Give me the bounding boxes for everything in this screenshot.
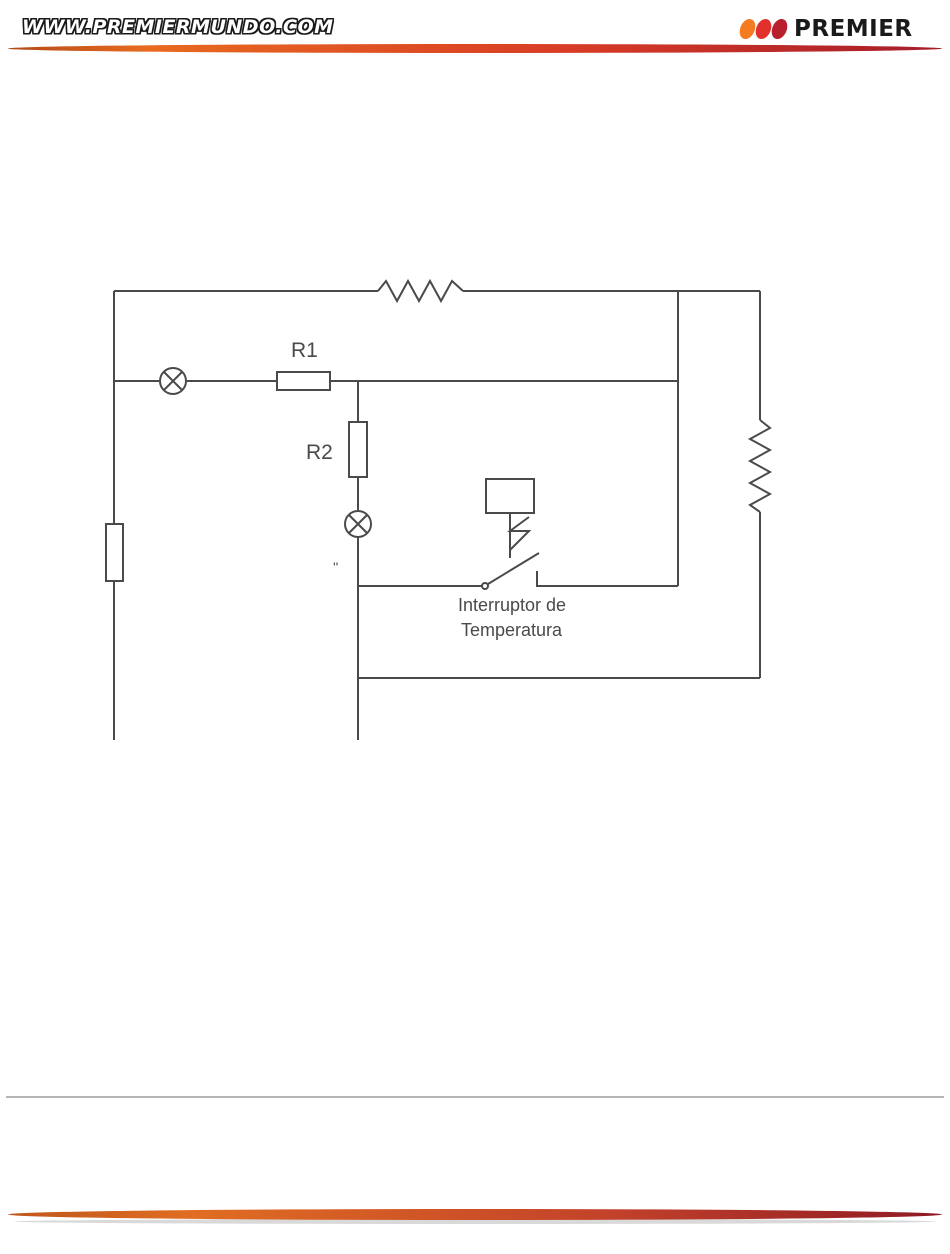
lamp-2-icon — [345, 511, 371, 537]
label-switch-line1: Interruptor de — [458, 595, 566, 615]
logo-dot-darkred — [770, 19, 789, 39]
footer-band — [8, 1209, 942, 1220]
wire-switch-right — [537, 571, 678, 586]
label-switch-line2: Temperatura — [461, 620, 563, 640]
header-url: WWW.PREMIERMUNDO.COM — [22, 16, 334, 38]
resistor-r2-icon — [349, 422, 367, 477]
thermostat-spring-icon — [510, 513, 529, 558]
fuse-icon — [106, 524, 123, 581]
resistor-r1-icon — [277, 372, 330, 390]
logo-dot-red — [754, 19, 773, 39]
logo-dots-icon — [740, 19, 788, 39]
label-r1: R1 — [291, 339, 318, 362]
label-r2: R2 — [306, 441, 333, 464]
switch-contact-icon — [482, 583, 488, 589]
logo-dot-orange — [738, 19, 757, 39]
circuit-diagram: R1 R2 '' Interruptor de Temperatura — [0, 260, 950, 740]
brand-logo: PREMIER — [740, 14, 913, 44]
top-resistor-icon — [378, 281, 463, 301]
label-mark: '' — [333, 559, 338, 575]
footer-divider — [6, 1096, 944, 1098]
header-band — [8, 44, 942, 53]
thermostat-box-icon — [486, 479, 534, 513]
brand-name: PREMIER — [794, 16, 913, 42]
side-resistor-icon — [750, 420, 770, 512]
lamp-1-icon — [160, 368, 186, 394]
switch-blade-icon — [488, 553, 539, 584]
